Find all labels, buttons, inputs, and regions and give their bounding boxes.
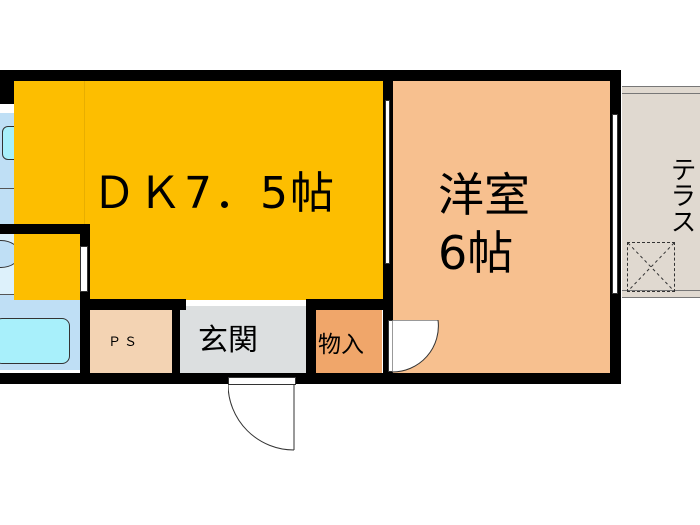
entrance-door-swing	[228, 384, 295, 451]
wall-bath-top	[0, 224, 90, 234]
room-label-western-1: 洋室	[438, 168, 530, 222]
bath-door[interactable]	[80, 246, 88, 292]
terrace	[622, 86, 700, 298]
room-label-terrace: テラス	[666, 156, 696, 234]
terrace-rail-top	[622, 93, 700, 94]
wall-top-left-block	[0, 70, 14, 104]
room-entrance	[178, 306, 306, 374]
room-label-storage: 物入	[318, 332, 364, 358]
room-label-entrance: 玄関	[198, 323, 258, 358]
dk-area-notch	[46, 113, 88, 233]
western-door-swing	[392, 320, 439, 373]
room-label-western-2: 6帖	[438, 226, 514, 280]
wall-entrance-storage	[306, 306, 316, 384]
dk-divider	[84, 80, 85, 300]
room-storage	[316, 310, 382, 374]
window-western-terrace[interactable]	[612, 114, 618, 294]
sliding-door-dk-western[interactable]	[385, 100, 390, 264]
wall-dk-bottom-left	[80, 299, 186, 310]
hatch-icon	[627, 242, 675, 292]
room-label-ps: ＰＳ	[108, 335, 141, 350]
entrance-door[interactable]	[228, 377, 296, 385]
room-ps	[90, 310, 172, 374]
wall-ps-entrance	[172, 306, 180, 384]
room-label-dk: ＤＫ7．5帖	[92, 168, 336, 219]
bathtub-icon	[0, 318, 70, 364]
wall-dk-bottom-right	[306, 299, 392, 310]
terrace-rail-bottom	[622, 290, 700, 291]
wall-top	[0, 70, 620, 81]
